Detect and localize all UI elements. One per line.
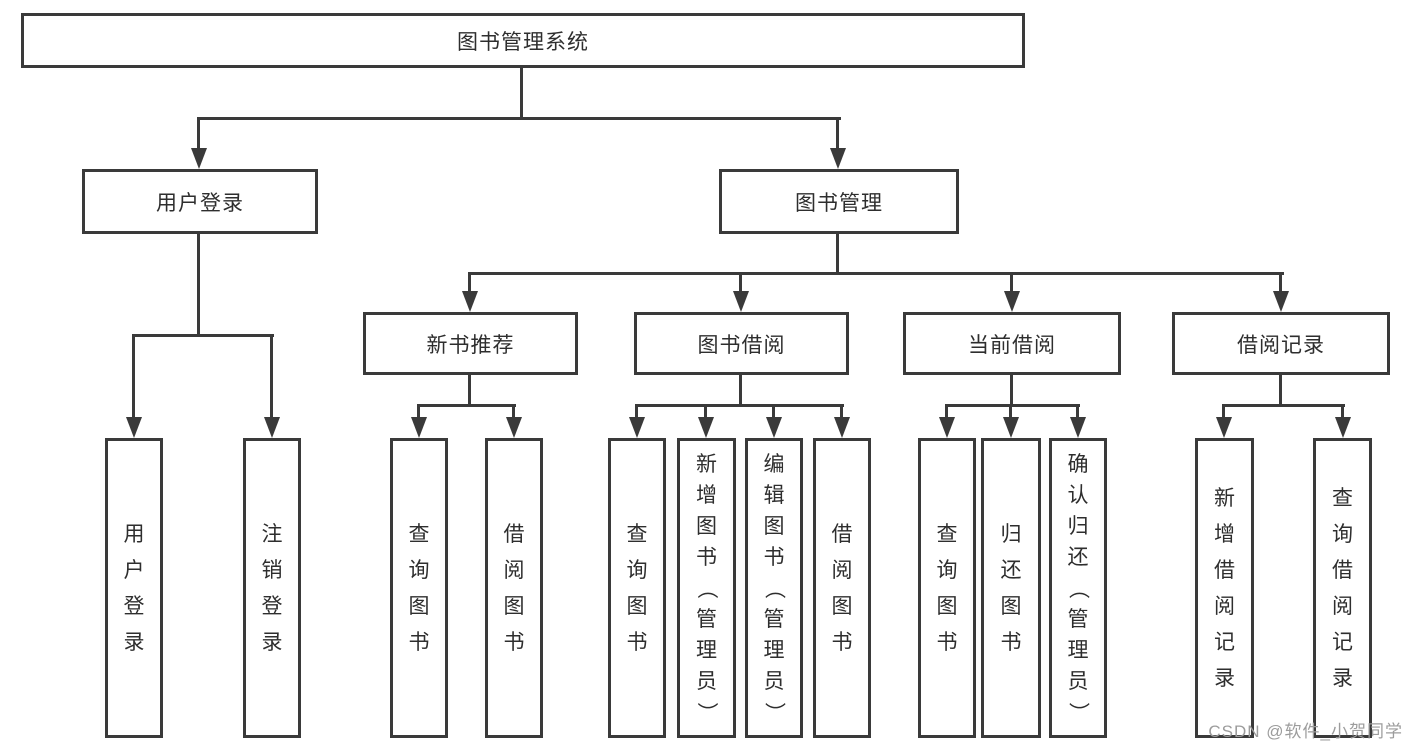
arrow-down-icon [1004, 291, 1020, 312]
leaf-label: 确认归还（管理员） [1066, 452, 1090, 723]
connector-line [468, 272, 471, 293]
connector-line [704, 404, 707, 419]
node-label: 用户登录 [156, 191, 244, 215]
connector-line [1009, 404, 1012, 419]
connector-line [468, 272, 1284, 275]
connector-line [635, 404, 638, 419]
leaf-confirm-return-admin: 确认归还（管理员） [1049, 438, 1107, 738]
node-borrow-records: 借阅记录 [1172, 312, 1390, 375]
connector-line [132, 334, 135, 418]
csdn-watermark: CSDN @软件_小贺同学 [1208, 722, 1403, 741]
node-book-borrow: 图书借阅 [634, 312, 849, 375]
arrow-down-icon [506, 417, 522, 438]
connector-line [1076, 404, 1079, 419]
arrow-down-icon [411, 417, 427, 438]
leaf-label: 查询图书 [936, 522, 958, 654]
leaf-label: 查询图书 [626, 522, 648, 654]
connector-line [739, 374, 742, 406]
arrow-down-icon [191, 148, 207, 169]
connector-line [1010, 374, 1013, 406]
arrow-down-icon [766, 417, 782, 438]
arrow-down-icon [939, 417, 955, 438]
leaf-label: 借阅图书 [503, 522, 525, 654]
leaf-label: 查询借阅记录 [1332, 486, 1353, 690]
arrow-down-icon [830, 148, 846, 169]
leaf-label: 查询图书 [408, 522, 430, 654]
arrow-down-icon [629, 417, 645, 438]
connector-line [945, 404, 1080, 407]
arrow-down-icon [698, 417, 714, 438]
arrow-down-icon [1003, 417, 1019, 438]
node-user-login: 用户登录 [82, 169, 318, 234]
connector-line [512, 404, 515, 419]
leaf-label: 用户登录 [123, 522, 145, 654]
connector-line [1222, 404, 1345, 407]
leaf-query-books-current: 查询图书 [918, 438, 976, 738]
node-label: 借阅记录 [1237, 333, 1325, 357]
connector-line [739, 272, 742, 293]
arrow-down-icon [733, 291, 749, 312]
connector-line [945, 404, 948, 419]
arrow-down-icon [834, 417, 850, 438]
leaf-label: 借阅图书 [831, 522, 853, 654]
node-label: 新书推荐 [426, 333, 515, 357]
leaf-borrow-books-recommend: 借阅图书 [485, 438, 543, 738]
connector-line [1222, 404, 1225, 419]
connector-line [836, 117, 839, 150]
connector-line [197, 117, 200, 150]
node-label: 当前借阅 [968, 333, 1056, 357]
node-label: 图书管理系统 [457, 30, 589, 54]
arrow-down-icon [264, 417, 280, 438]
leaf-query-books-borrow: 查询图书 [608, 438, 666, 738]
node-book-management: 图书管理 [719, 169, 959, 234]
leaf-label: 归还图书 [1000, 522, 1022, 654]
leaf-edit-book-admin: 编辑图书（管理员） [745, 438, 803, 738]
connector-line [836, 232, 839, 274]
leaf-query-books-recommend: 查询图书 [390, 438, 448, 738]
leaf-label: 编辑图书（管理员） [762, 452, 786, 723]
connector-line [1341, 404, 1344, 419]
leaf-return-book: 归还图书 [981, 438, 1041, 738]
node-root-library-system: 图书管理系统 [21, 13, 1025, 68]
connector-line [635, 404, 844, 407]
node-current-borrow: 当前借阅 [903, 312, 1121, 375]
leaf-query-borrow-record: 查询借阅记录 [1313, 438, 1372, 738]
node-label: 图书管理 [795, 191, 883, 215]
leaf-label: 注销登录 [261, 522, 283, 654]
leaf-label: 新增借阅记录 [1214, 486, 1235, 690]
node-label: 图书借阅 [697, 333, 786, 357]
connector-line [132, 334, 274, 337]
leaf-label: 新增图书（管理员） [695, 452, 718, 723]
arrow-down-icon [1216, 417, 1232, 438]
connector-line [1010, 272, 1013, 293]
connector-line [468, 374, 471, 406]
connector-line [1279, 272, 1282, 293]
connector-line [417, 404, 420, 419]
arrow-down-icon [1273, 291, 1289, 312]
leaf-add-book-admin: 新增图书（管理员） [677, 438, 736, 738]
arrow-down-icon [1335, 417, 1351, 438]
leaf-logout-login: 注销登录 [243, 438, 301, 738]
arrow-down-icon [1070, 417, 1086, 438]
leaf-user-login: 用户登录 [105, 438, 163, 738]
connector-line [520, 66, 523, 119]
arrow-down-icon [126, 417, 142, 438]
connector-line [840, 404, 843, 419]
arrow-down-icon [462, 291, 478, 312]
connector-line [270, 334, 273, 418]
leaf-borrow-books: 借阅图书 [813, 438, 871, 738]
leaf-add-borrow-record: 新增借阅记录 [1195, 438, 1254, 738]
connector-line [1279, 374, 1282, 406]
connector-line [197, 117, 841, 120]
connector-line [417, 404, 516, 407]
connector-line [197, 232, 200, 336]
connector-line [772, 404, 775, 419]
node-new-book-recommend: 新书推荐 [363, 312, 578, 375]
